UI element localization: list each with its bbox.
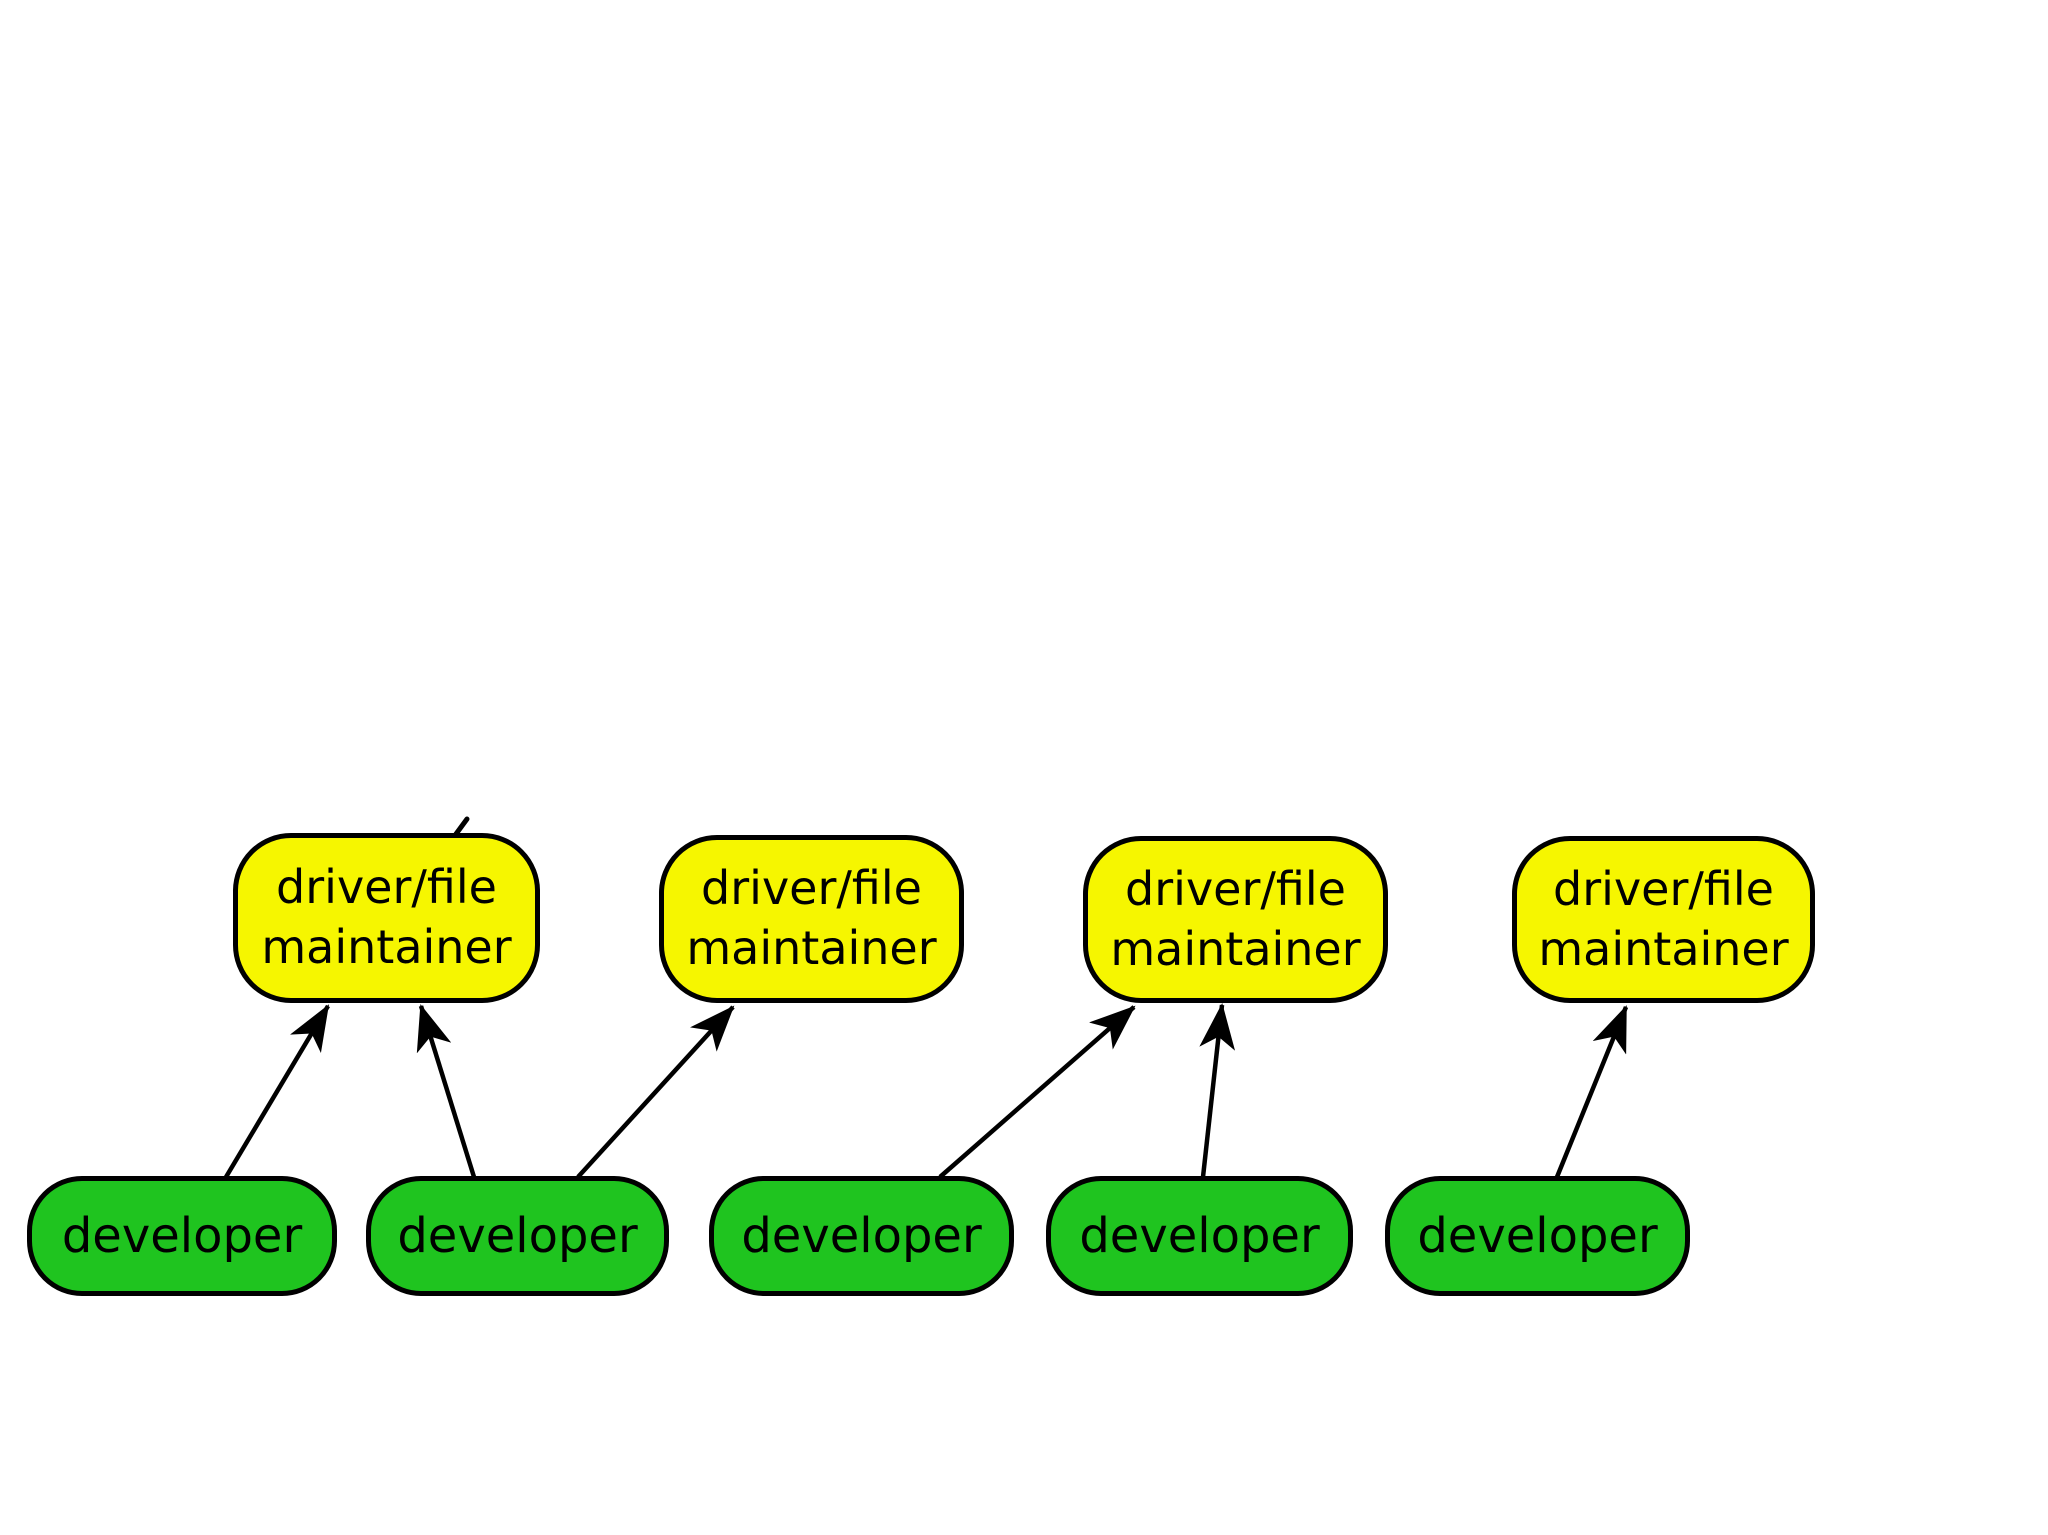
developer-4: developer	[1046, 1176, 1353, 1296]
maintainer-1-label: maintainer	[261, 920, 512, 974]
maintainer-2-label: maintainer	[686, 921, 937, 975]
arrow-developer-1-to-maintainer-1	[224, 1004, 330, 1179]
developer-3-label: developer	[741, 1207, 982, 1264]
maintainer-2-label: driver/file	[701, 861, 922, 916]
arrow-developer-5-to-maintainer-4	[1554, 1005, 1629, 1178]
developer-1-label: developer	[61, 1207, 303, 1264]
developer-4-label: developer	[1079, 1207, 1320, 1264]
developer-3: developer	[709, 1176, 1014, 1296]
arrow-developer-2-to-maintainer-2	[576, 1005, 735, 1179]
maintainer-3-label: driver/file	[1125, 861, 1346, 916]
developer-5-label: developer	[1417, 1207, 1658, 1264]
developer-5: developer	[1385, 1176, 1690, 1296]
arrow-developer-3-to-maintainer-3	[938, 1005, 1136, 1179]
arrow-developer-2-to-maintainer-1	[416, 1004, 477, 1178]
maintainer-3-label: maintainer	[1110, 921, 1361, 976]
arrow-developer-4-to-maintainer-3	[1199, 1003, 1236, 1178]
cropped-stroke-artifact	[453, 816, 470, 837]
maintainer-1-label: driver/file	[276, 860, 497, 915]
maintainer-4-label: maintainer	[1538, 921, 1789, 976]
developer-2: developer	[366, 1176, 669, 1296]
developer-1: developer	[27, 1176, 337, 1296]
maintainer-4-label: driver/file	[1553, 861, 1774, 916]
developer-2-label: developer	[397, 1207, 638, 1264]
